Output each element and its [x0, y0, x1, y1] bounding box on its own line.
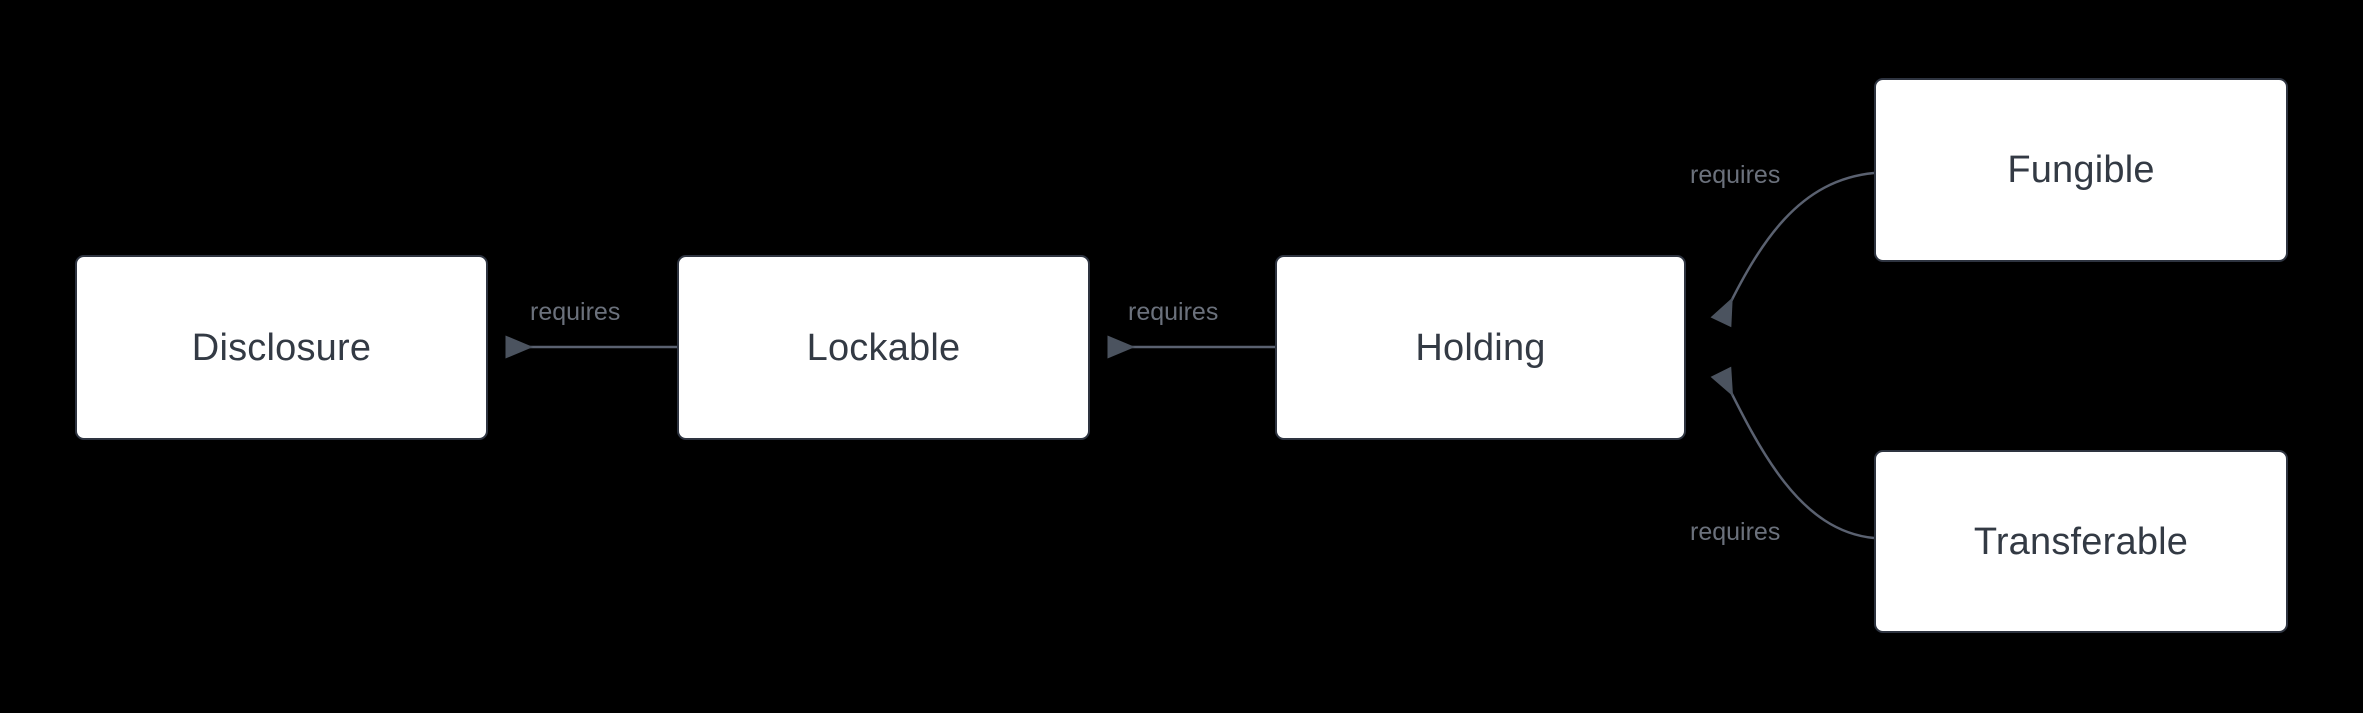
- edge-label-fungible-requires-holding: requires: [1690, 161, 1781, 189]
- node-label-fungible: Fungible: [2007, 149, 2155, 191]
- node-transferable[interactable]: Transferable: [1874, 450, 2288, 633]
- edge-label-holding-requires-lockable: requires: [1128, 298, 1219, 326]
- node-label-transferable: Transferable: [1973, 520, 2189, 563]
- node-fungible[interactable]: Fungible: [1874, 78, 2288, 262]
- node-label-lockable: Lockable: [806, 326, 961, 369]
- edge-transferable-to-holding: [1710, 366, 1875, 540]
- edge-fungible-to-holding: [1710, 171, 1875, 328]
- node-label-holding: Holding: [1415, 326, 1546, 369]
- node-label-disclosure: Disclosure: [191, 326, 372, 369]
- node-lockable[interactable]: Lockable: [677, 255, 1090, 440]
- node-disclosure[interactable]: Disclosure: [75, 255, 488, 440]
- edge-label-transferable-requires-holding: requires: [1690, 518, 1781, 546]
- node-holding[interactable]: Holding: [1275, 255, 1686, 440]
- edge-label-lockable-requires-disclosure: requires: [530, 298, 621, 326]
